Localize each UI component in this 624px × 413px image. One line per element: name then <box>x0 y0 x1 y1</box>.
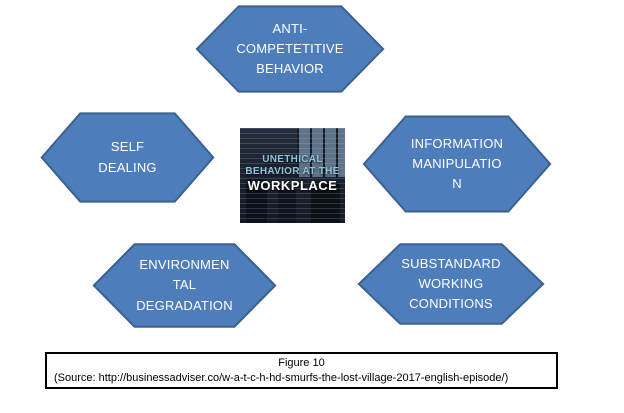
hexagon-anti-competitive-behavior: ANTI- COMPETETITIVE BEHAVIOR <box>195 5 385 93</box>
hexagon-label: ANTI- COMPETETITIVE BEHAVIOR <box>236 20 344 77</box>
hexagon-information-manipulation: INFORMATION MANIPULATIO N <box>362 115 552 213</box>
hexagon-label: SUBSTANDARD WORKING CONDITIONS <box>401 255 501 312</box>
hexagon-self-dealing: SELF DEALING <box>40 112 215 203</box>
window-blinds-overlay <box>240 128 345 223</box>
window-light-area <box>296 128 345 178</box>
person-silhouette <box>277 186 296 223</box>
figure-label: Figure 10 <box>278 357 325 369</box>
figure-caption-box: Figure 10 (Source: http://businessadvise… <box>45 352 558 389</box>
center-image-title: UNETHICAL BEHAVIOR AT THE <box>245 153 340 178</box>
hexagon-shape <box>357 243 545 325</box>
hexagon-shape <box>40 112 215 203</box>
center-image-subtitle: WORKPLACE <box>247 177 338 193</box>
hexagon-shape <box>362 115 552 213</box>
center-image: UNETHICAL BEHAVIOR AT THE WORKPLACE <box>240 128 345 223</box>
hexagon-label: SELF DEALING <box>98 139 157 175</box>
person-silhouette <box>311 182 340 223</box>
figure-source-line: (Source: http://businessadviser.co/w-a-t… <box>54 371 509 384</box>
hexagon-shape <box>195 5 385 93</box>
hexagon-shape <box>92 243 277 328</box>
center-image-text: UNETHICAL BEHAVIOR AT THE WORKPLACE <box>245 154 339 194</box>
hexagon-substandard-working-conditions: SUBSTANDARD WORKING CONDITIONS <box>357 243 545 325</box>
hexagon-label: INFORMATION MANIPULATIO N <box>410 135 504 192</box>
person-silhouette <box>246 179 268 223</box>
hexagon-label: ENVIRONMEN TAL DEGRADATION <box>136 257 233 313</box>
hexagon-environmental-degradation: ENVIRONMEN TAL DEGRADATION <box>92 243 277 328</box>
